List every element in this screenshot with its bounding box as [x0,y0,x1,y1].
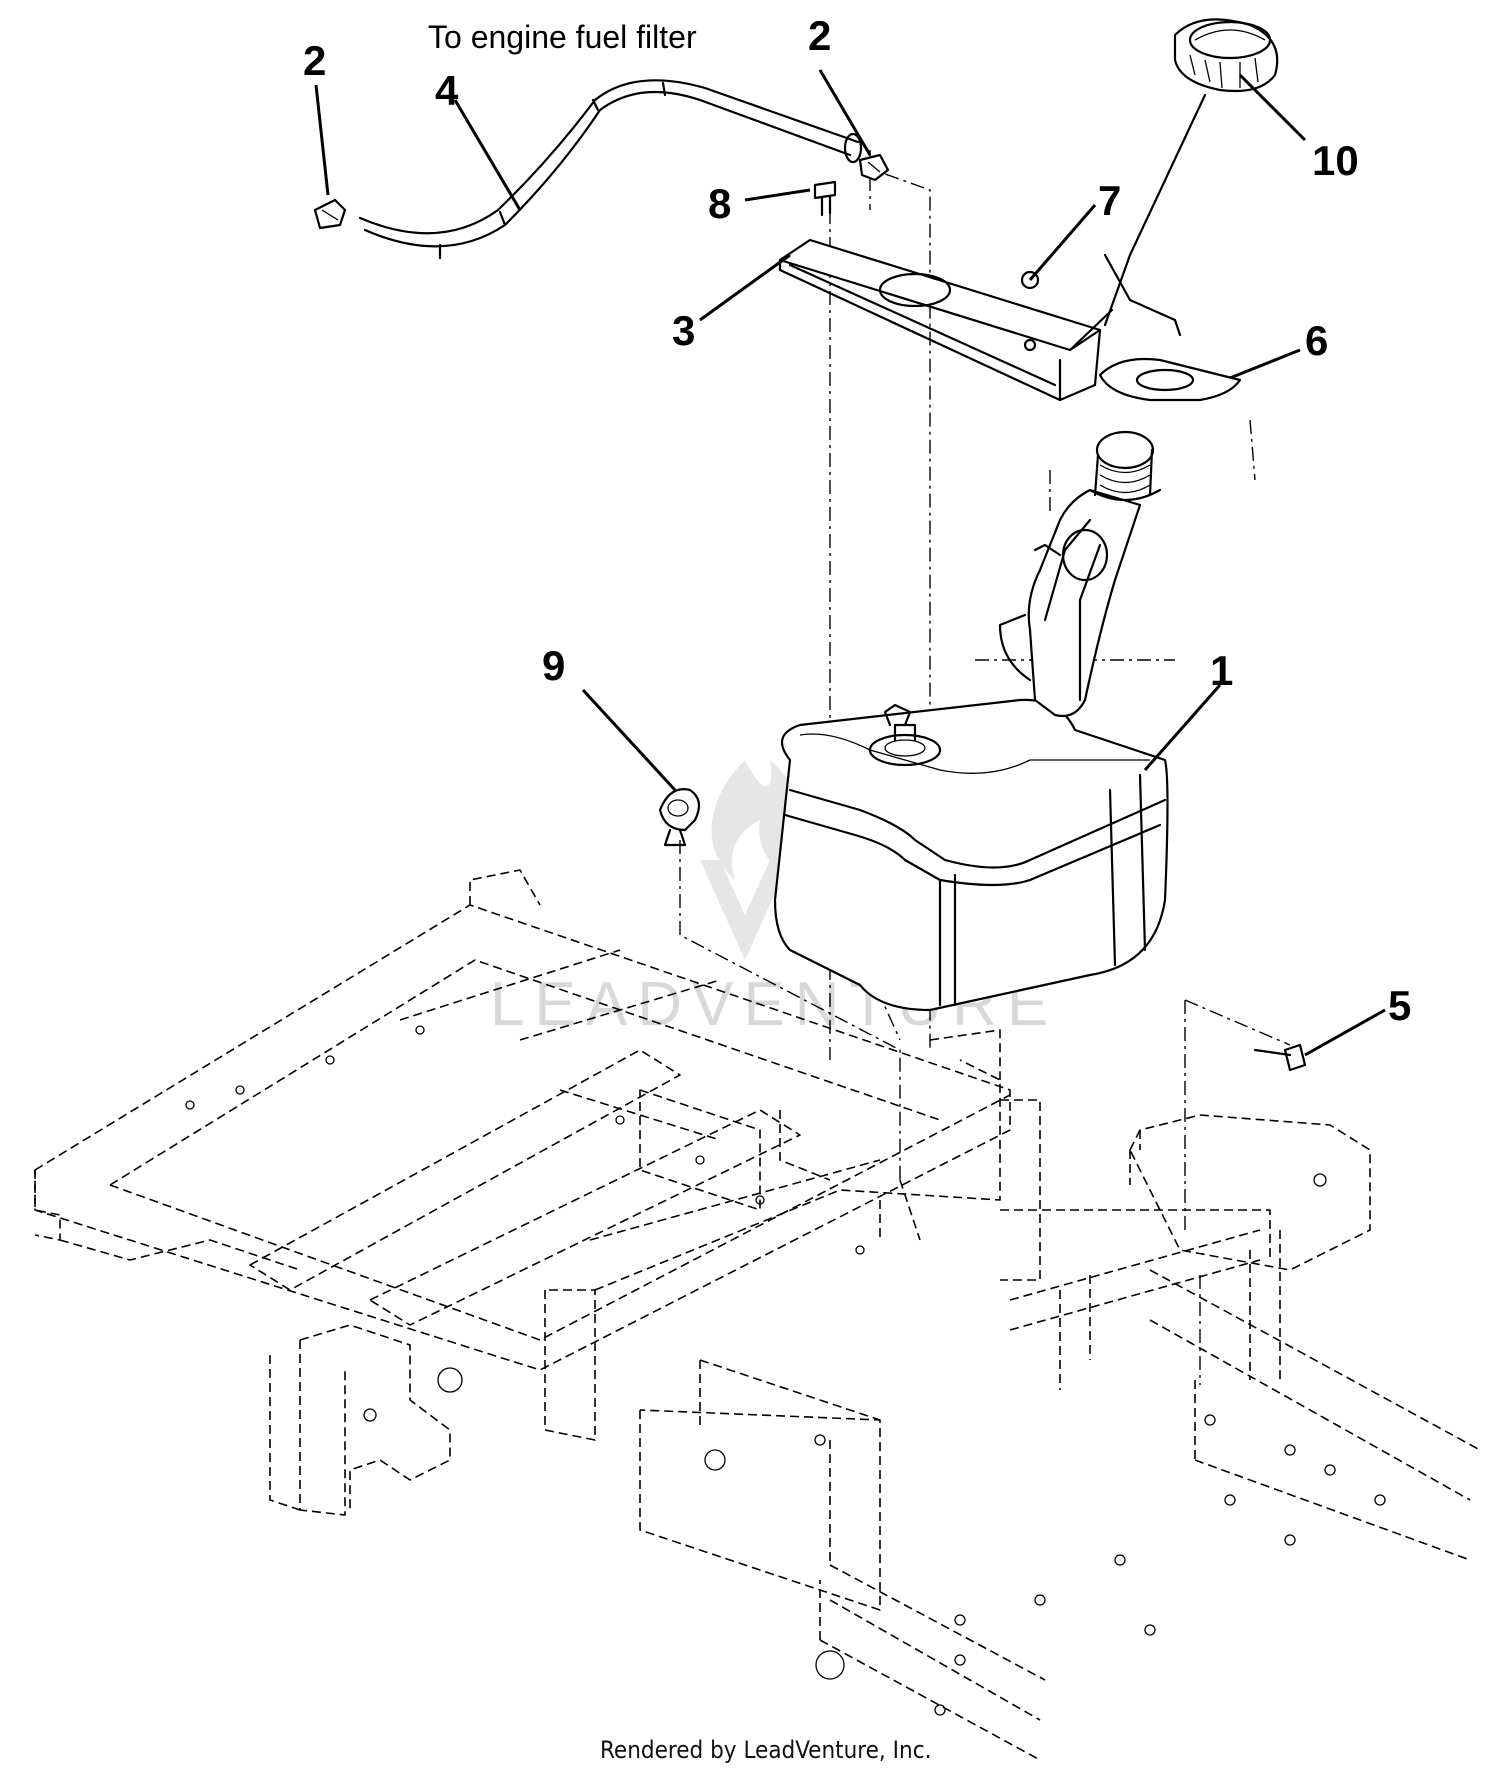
hose-clip [658,788,701,847]
callout-2-right: 2 [808,12,831,59]
watermark-v-logo [700,860,790,960]
hose-clamp-right [858,153,890,182]
fuel-hose [358,79,863,260]
fuel-filter-note: To engine fuel filter [428,19,697,55]
frame-holes [185,1025,1386,1716]
callout-2-left: 2 [303,37,326,84]
callout-labels: 2 4 2 8 7 10 3 6 9 1 5 [303,12,1411,1029]
callout-3: 3 [672,307,695,354]
fuel-cap [1068,18,1279,352]
fuel-tank [773,430,1169,1012]
callout-9: 9 [542,642,565,689]
render-credit: Rendered by LeadVenture, Inc. [600,1736,931,1764]
callout-5: 5 [1388,982,1411,1029]
leader-lines [314,69,1386,1057]
callout-4: 4 [435,67,459,114]
tank-bracket [778,238,1102,402]
shoulder-bolt [1253,1043,1307,1072]
hose-clamp-left [313,198,347,230]
callout-10: 10 [1312,137,1359,184]
callout-1: 1 [1210,647,1233,694]
chassis-frame [34,869,1481,1761]
screw [813,180,837,217]
callout-8: 8 [708,180,731,227]
callout-7: 7 [1098,177,1121,224]
callout-6: 6 [1305,317,1328,364]
gasket [1098,357,1242,402]
